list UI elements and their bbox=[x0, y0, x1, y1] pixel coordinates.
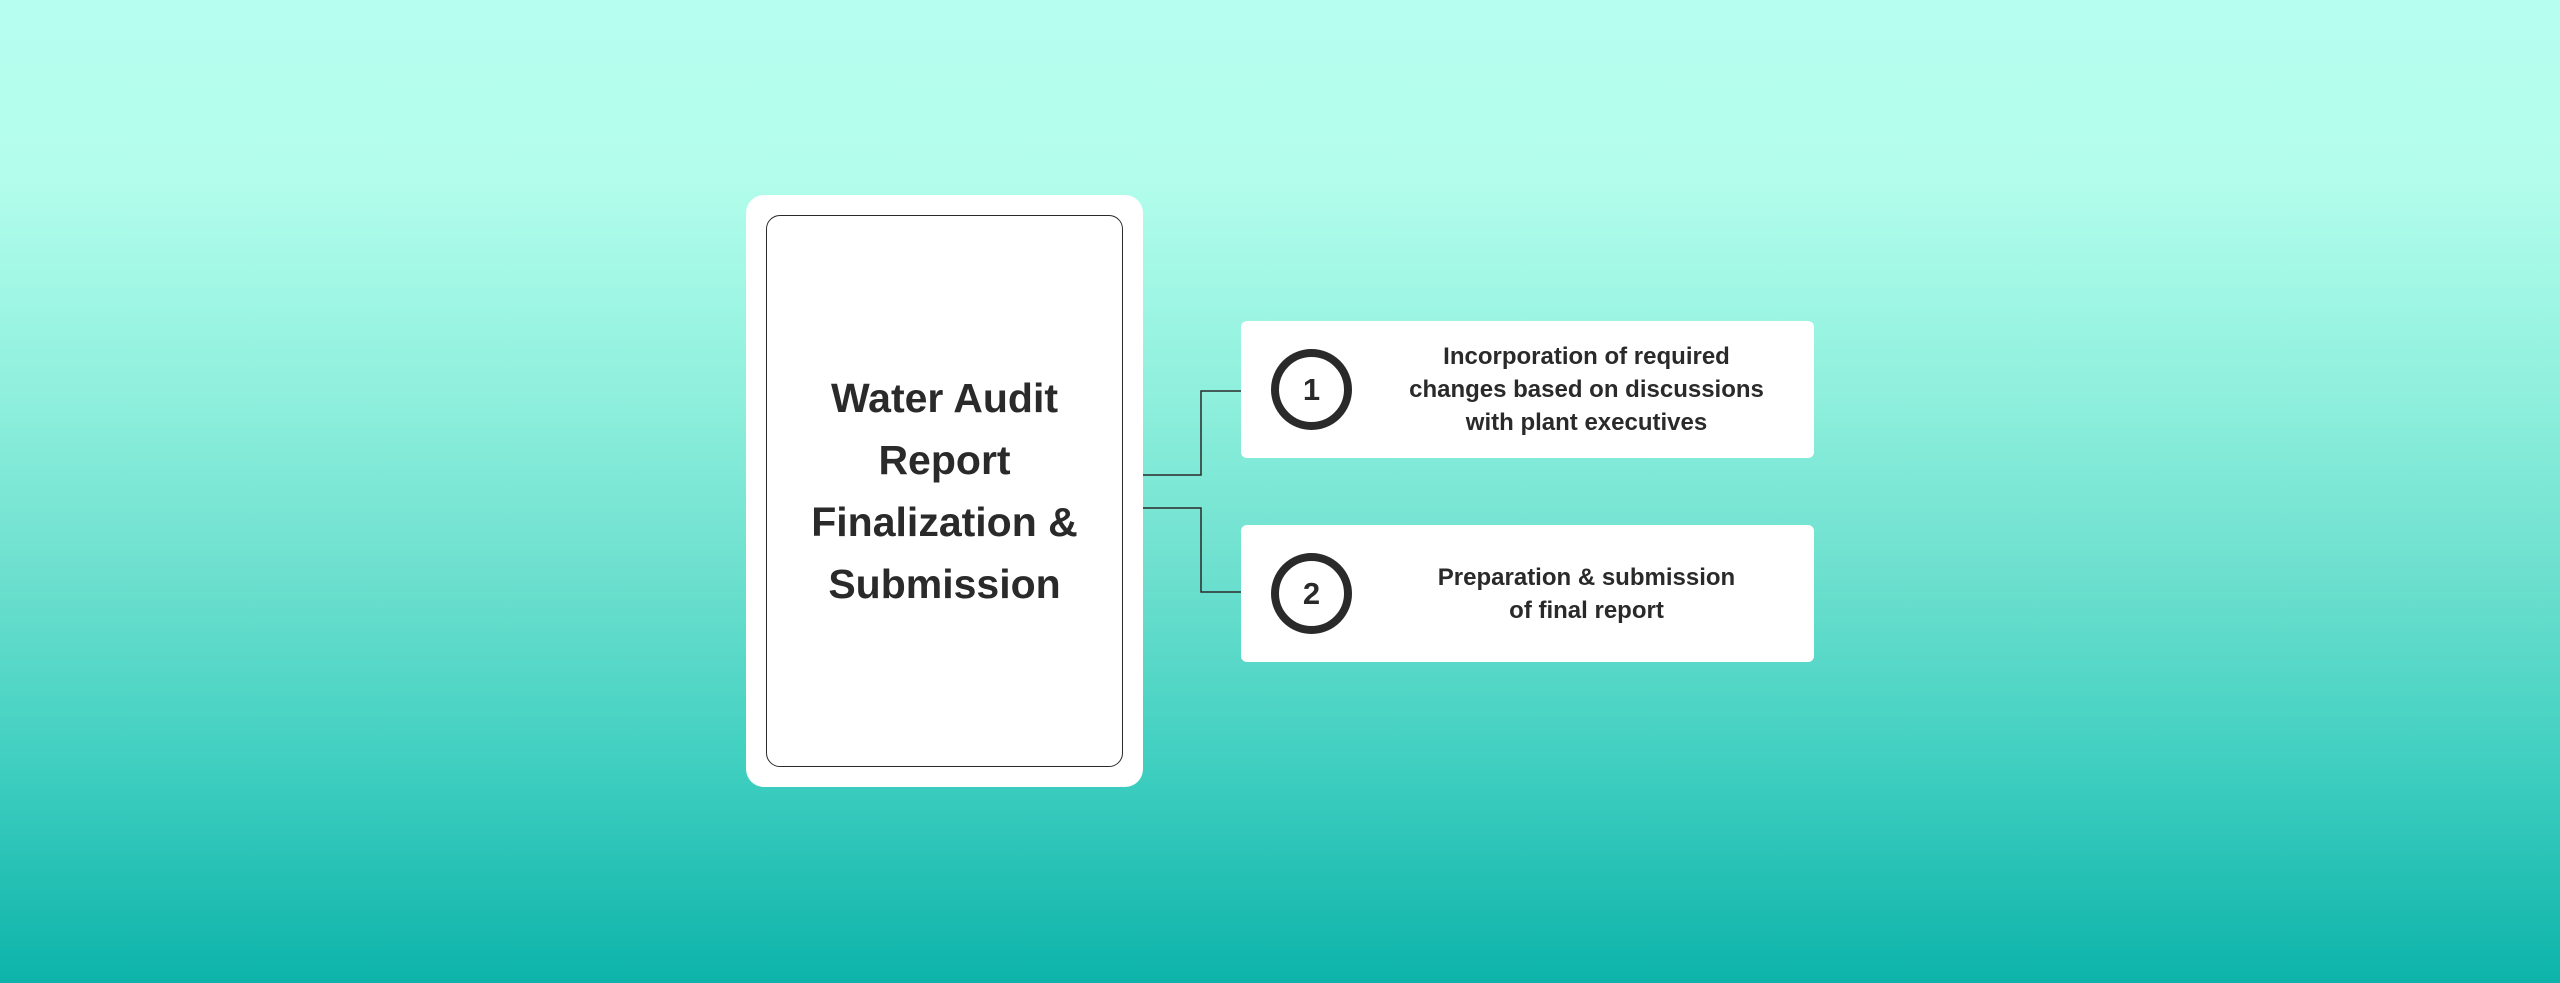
connector-line-step-2 bbox=[1143, 507, 1241, 593]
main-title: Water Audit Report Finalization & Submis… bbox=[811, 367, 1078, 615]
step-description: Incorporation of required changes based … bbox=[1369, 321, 1804, 458]
step-card-1: 1 Incorporation of required changes base… bbox=[1241, 321, 1814, 458]
step-number-badge: 1 bbox=[1271, 349, 1352, 430]
step-number-badge: 2 bbox=[1271, 553, 1352, 634]
main-title-line: Finalization & bbox=[811, 499, 1078, 545]
step-description-line: of final report bbox=[1509, 596, 1664, 624]
main-title-line: Report bbox=[878, 437, 1011, 483]
step-description-line: Preparation & submission bbox=[1437, 563, 1736, 591]
step-description-line: Incorporation of required bbox=[1443, 343, 1730, 370]
main-title-line: Water Audit bbox=[830, 375, 1058, 421]
main-card: Water Audit Report Finalization & Submis… bbox=[746, 195, 1143, 787]
step-card-2: 2 Preparation & submission of final repo… bbox=[1241, 525, 1814, 662]
step-description-line: changes based on discussions bbox=[1409, 376, 1764, 403]
main-title-line: Submission bbox=[828, 561, 1061, 607]
step-description-line: with plant executives bbox=[1465, 409, 1708, 436]
step-description: Preparation & submission of final report bbox=[1369, 525, 1804, 662]
connector-line-step-1 bbox=[1143, 390, 1241, 476]
main-card-border: Water Audit Report Finalization & Submis… bbox=[766, 215, 1123, 767]
